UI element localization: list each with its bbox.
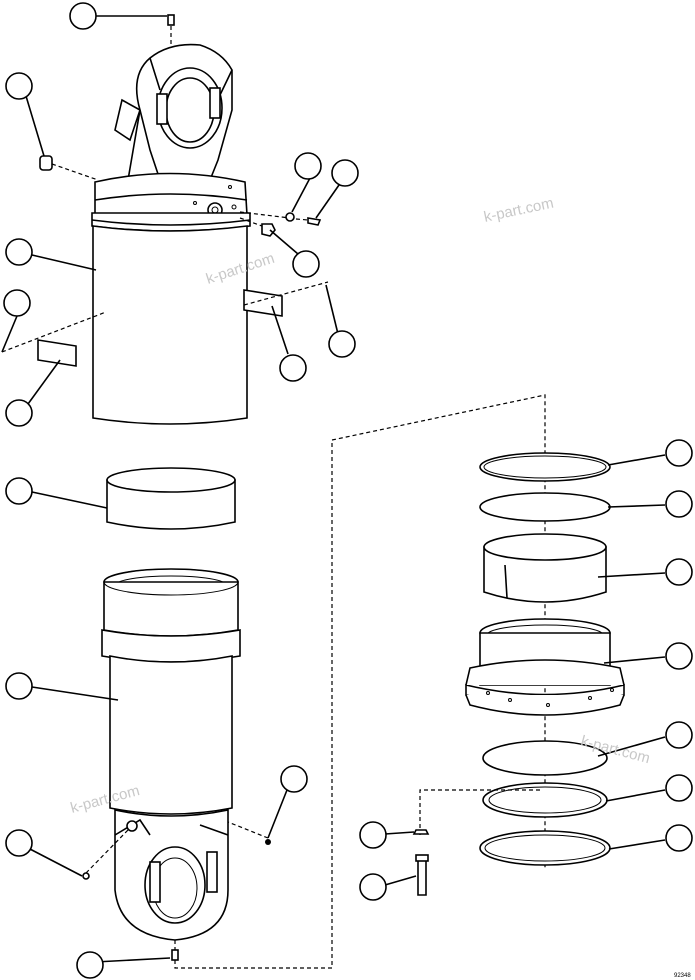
breather-plug <box>39 155 99 181</box>
callout-balloon <box>665 721 693 749</box>
guide-sleeve <box>106 467 236 530</box>
top-grease-fitting <box>167 14 175 48</box>
callout-balloon <box>280 765 308 793</box>
callout-balloon <box>5 672 33 700</box>
callout-balloon <box>69 2 97 30</box>
rod-fittings <box>82 821 271 880</box>
callout-balloon <box>294 152 322 180</box>
callout-balloon <box>359 821 387 849</box>
callout-balloon <box>5 477 33 505</box>
callout-balloon <box>76 951 104 979</box>
callout-balloon <box>5 72 33 100</box>
watermark: k-part.com <box>482 195 555 226</box>
callout-balloon <box>328 330 356 358</box>
callout-balloon <box>665 439 693 467</box>
callout-balloon <box>5 399 33 427</box>
callout-balloon <box>331 159 359 187</box>
callout-balloon <box>665 490 693 518</box>
callout-balloon <box>292 250 320 278</box>
callout-balloon <box>3 289 31 317</box>
cylinder-barrel-assembly <box>91 43 251 425</box>
seal-kit <box>174 394 625 969</box>
callout-balloon <box>665 642 693 670</box>
callout-balloon <box>359 873 387 901</box>
callout-balloon <box>279 354 307 382</box>
callout-balloon <box>5 238 33 266</box>
callout-balloon <box>665 774 693 802</box>
side-fittings <box>239 211 322 237</box>
drawing-code: 92348 <box>674 973 691 979</box>
callout-leaders <box>1 15 666 963</box>
callout-balloon <box>665 558 693 586</box>
callout-balloon <box>665 824 693 852</box>
callout-balloon <box>5 829 33 857</box>
callout-balloons <box>3 2 693 979</box>
rod-assembly <box>101 568 241 961</box>
